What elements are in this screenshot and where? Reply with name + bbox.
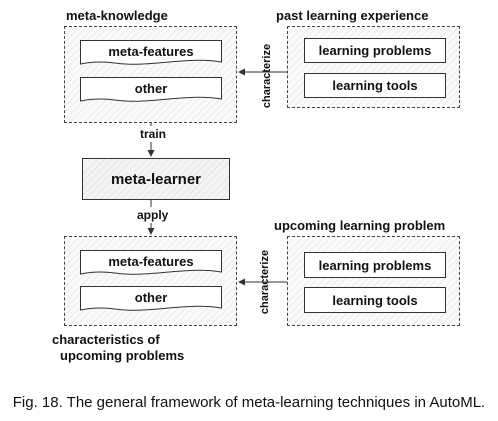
meta-features-label: meta-features [108,44,194,59]
other-label: other [134,81,168,96]
document-shape-icon [80,40,222,65]
past-learning-experience-panel: learning problems learning tools [287,26,460,108]
other-doc-bottom: other [80,286,222,313]
characteristics-title-line1: characteristics of [52,332,160,347]
characteristics-panel: meta-features other [64,236,237,326]
characterize-label-bottom: characterize [259,249,271,315]
document-shape-icon [80,77,222,102]
past-learning-experience-title: past learning experience [276,8,429,23]
meta-knowledge-panel: meta-features other [64,26,237,123]
document-shape-icon [80,286,222,311]
apply-label: apply [137,208,169,222]
upcoming-learning-problem-panel: learning problems learning tools [287,236,460,326]
characteristics-title-line2: upcoming problems [60,348,185,363]
learning-problems-box-top: learning problems [304,38,446,63]
train-label: train [140,127,167,141]
meta-knowledge-title: meta-knowledge [66,8,168,23]
meta-features-doc-top: meta-features [80,40,222,67]
learning-tools-box-bottom: learning tools [304,287,446,313]
learning-tools-box-top: learning tools [304,73,446,98]
other-doc-top: other [80,77,222,104]
characterize-label-top: characterize [261,43,273,109]
meta-features-label: meta-features [108,254,194,269]
meta-features-doc-bottom: meta-features [80,250,222,277]
upcoming-learning-problem-title: upcoming learning problem [274,218,446,233]
learning-problems-box-bottom: learning problems [304,252,446,278]
other-label: other [134,290,168,305]
document-shape-icon [80,250,222,275]
meta-learner-box: meta-learner [82,158,230,200]
figure-caption: Fig. 18. The general framework of meta-l… [12,394,486,411]
